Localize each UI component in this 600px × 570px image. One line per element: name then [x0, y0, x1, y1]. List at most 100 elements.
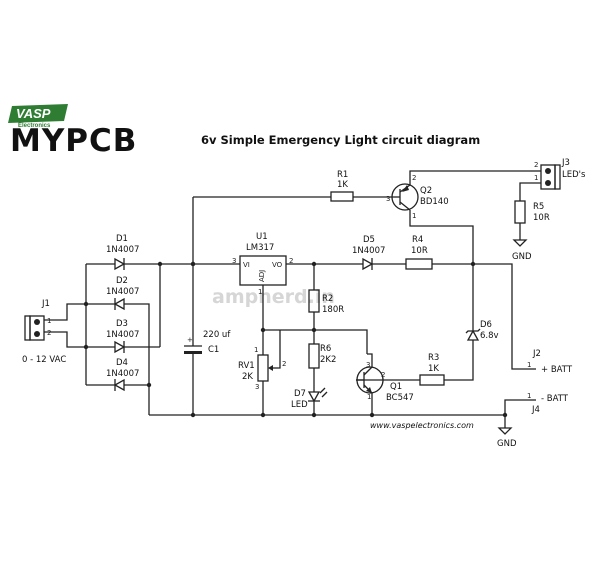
d5-value: 1N4007	[352, 246, 385, 256]
q1-pin3: 3	[366, 361, 370, 369]
q2-pin3: 3	[386, 195, 390, 203]
d7-ref: D7	[294, 389, 306, 399]
wire-q2-to-j3	[409, 170, 530, 185]
led-d7	[307, 387, 328, 403]
watermark: ampnerd.in	[212, 286, 335, 308]
r1-value: 1K	[337, 180, 348, 190]
d5-ref: D5	[363, 235, 375, 245]
j1-pin1: 1	[47, 317, 51, 325]
regulator-u1: VI VO ADJ	[239, 255, 287, 286]
d2-ref: D2	[116, 276, 128, 286]
potentiometer-rv1	[257, 330, 281, 382]
r4-value: 10R	[411, 246, 428, 256]
u1-vo: VO	[272, 261, 283, 269]
r3-ref: R3	[428, 353, 439, 363]
resistor-r4	[405, 258, 433, 270]
j2-ref: J2	[532, 349, 541, 359]
rv1-ref: RV1	[238, 361, 255, 371]
q2-value: BD140	[420, 197, 449, 207]
diagram-title: 6v Simple Emergency Light circuit diagra…	[201, 133, 480, 147]
j1-voltage-note: 0 - 12 VAC	[22, 355, 66, 365]
u1-value: LM317	[246, 243, 274, 253]
r1-ref: R1	[337, 170, 348, 180]
wire-q2-emitter-to-d6	[409, 210, 474, 322]
r3-value: 1K	[428, 364, 439, 374]
j4-pin: 1	[527, 392, 531, 400]
q1-pin1: 1	[367, 393, 371, 401]
j3-ref: J3	[561, 158, 570, 168]
d6-ref: D6	[480, 320, 492, 330]
r2-value: 180R	[322, 305, 344, 315]
d3-value: 1N4007	[106, 330, 139, 340]
rv1-pin2: 2	[282, 360, 286, 368]
r6-value: 2K2	[320, 355, 336, 365]
q2-pin2: 2	[412, 174, 416, 182]
d3-ref: D3	[116, 319, 128, 329]
wire-j1-pin2	[44, 331, 86, 348]
r4-ref: R4	[412, 235, 423, 245]
wire-r4-to-batt	[432, 263, 530, 370]
rv1-pin1: 1	[254, 346, 258, 354]
j4-label: - BATT	[541, 394, 569, 404]
u1-pin3: 3	[232, 257, 236, 265]
gnd-label-bottom: GND	[497, 439, 517, 449]
u1-vi: VI	[243, 261, 250, 269]
website-url: www.vaspelectronics.com	[370, 421, 474, 430]
u1-ref: U1	[256, 232, 268, 242]
c1-ref: C1	[208, 345, 219, 355]
q1-ref: Q1	[390, 382, 402, 392]
r6-ref: R6	[320, 344, 331, 354]
d2-value: 1N4007	[106, 287, 139, 297]
q1-value: BC547	[386, 393, 414, 403]
vasp-logo: VASP Electronics	[8, 104, 68, 129]
j2-pin: 1	[527, 361, 531, 369]
q2-ref: Q2	[420, 186, 432, 196]
j3-pin1: 1	[534, 174, 538, 182]
connector-j3	[540, 164, 561, 190]
j1-ref: J1	[41, 299, 50, 309]
d4-ref: D4	[116, 358, 128, 368]
connector-j1	[24, 315, 45, 341]
diode-d4	[86, 378, 149, 392]
d6-value: 6.8v	[480, 331, 499, 341]
c1-value: 220 uf	[203, 330, 231, 340]
resistor-r5	[514, 200, 526, 224]
ground-symbol-main	[497, 427, 513, 435]
diode-d2	[86, 297, 150, 415]
u1-pin1: 1	[258, 288, 262, 296]
j4-ref: J4	[531, 405, 540, 415]
diode-d5	[362, 257, 374, 271]
j1-pin2: 2	[47, 329, 51, 337]
u1-adj: ADJ	[258, 270, 266, 282]
wire-r3-to-d6	[444, 340, 474, 381]
r5-ref: R5	[533, 202, 544, 212]
c1-polarity: +	[187, 336, 193, 344]
capacitor-c1: +	[184, 336, 202, 415]
vasp-logo-text: VASP	[16, 106, 51, 121]
q1-pin2: 2	[381, 371, 385, 379]
j2-label: + BATT	[541, 365, 573, 375]
rv1-pin3: 3	[255, 383, 259, 391]
gnd-label-top: GND	[512, 252, 532, 262]
resistor-r3	[419, 374, 445, 386]
q2-pin1: 1	[412, 212, 416, 220]
resistor-r6	[308, 343, 320, 369]
d1-value: 1N4007	[106, 245, 139, 255]
d4-value: 1N4007	[106, 369, 139, 379]
vasp-logo-subtext: Electronics	[18, 123, 51, 129]
ground-symbol-r5	[512, 239, 528, 247]
r2-ref: R2	[322, 294, 333, 304]
diode-d3	[86, 340, 160, 354]
diode-d1	[86, 257, 160, 271]
j3-value: LED's	[562, 170, 586, 180]
j3-pin2: 2	[534, 161, 538, 169]
wire-j1-pin1	[44, 303, 86, 321]
wire-j3-to-r5	[519, 182, 541, 201]
mypcb-logo: MYPCB	[10, 123, 137, 159]
u1-pin2: 2	[289, 257, 293, 265]
d1-ref: D1	[116, 234, 128, 244]
resistor-r1	[330, 191, 354, 202]
d7-value: LED	[291, 400, 308, 410]
